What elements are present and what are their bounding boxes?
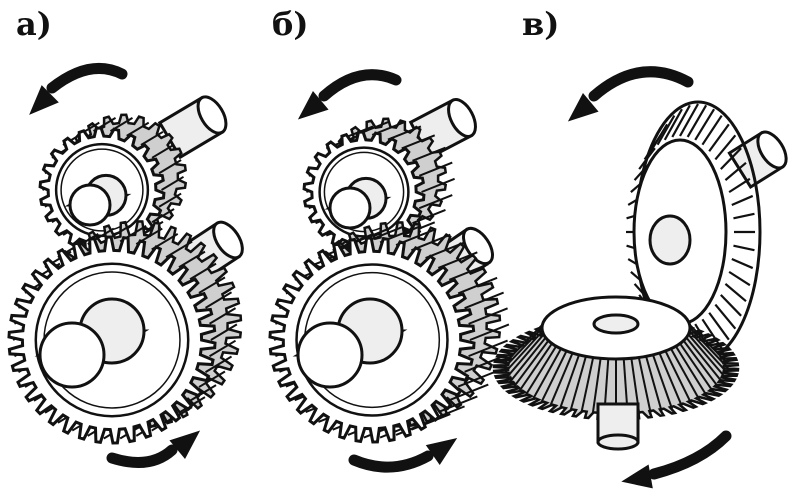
shaft-icon xyxy=(727,130,788,190)
rotation-arrow-icon xyxy=(348,437,458,473)
rotation-arrow-icon xyxy=(567,66,694,122)
hub-icon xyxy=(324,176,392,230)
panel-label-c: в) xyxy=(522,5,560,43)
rotation-arrow-icon xyxy=(621,430,732,489)
rotation-arrow-icon xyxy=(297,69,402,120)
hub-icon xyxy=(64,173,132,227)
panel-c-bevel-gears xyxy=(492,66,788,489)
panel-b-helical-gears xyxy=(268,69,510,473)
panel-label-a: а) xyxy=(16,5,52,43)
rotation-arrow-icon xyxy=(29,62,128,115)
hub-icon xyxy=(34,297,150,389)
hub-icon xyxy=(292,297,408,389)
rotation-arrow-icon xyxy=(106,430,201,468)
panel-a-spur-gears xyxy=(7,62,244,468)
shaft-icon xyxy=(596,402,640,451)
panel-label-b: б) xyxy=(272,5,309,43)
gear-icon xyxy=(626,100,762,364)
gear-icon xyxy=(492,295,740,421)
shaft-icon xyxy=(157,95,228,160)
